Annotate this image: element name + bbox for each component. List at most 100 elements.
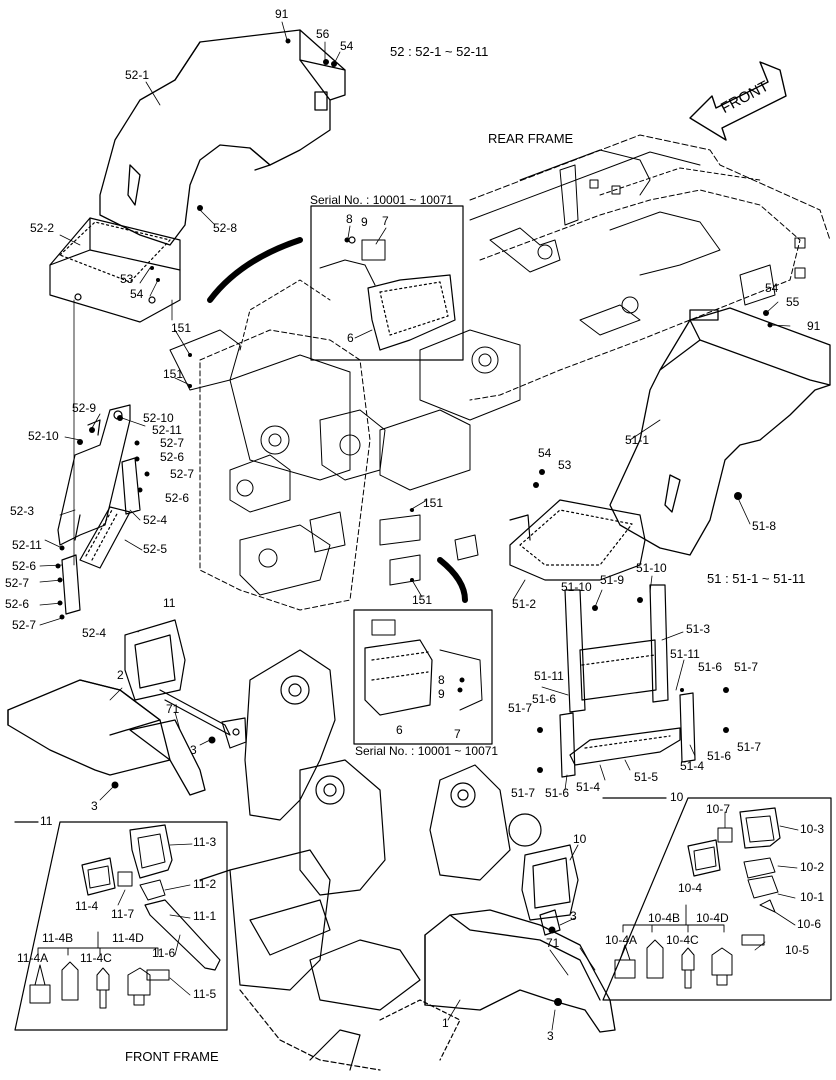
callout: 11-6 — [152, 946, 176, 960]
lamp-10-drawing — [521, 844, 579, 936]
callout: 9 — [438, 687, 445, 701]
step-52-2-drawing — [49, 217, 181, 323]
arc-pointer-top — [207, 237, 303, 303]
callout: 52-11 — [152, 423, 182, 437]
group-51-title: 51 : 51-1 ~ 51-11 — [707, 571, 806, 586]
callout: 10-4C — [666, 933, 699, 947]
callout: 51-5 — [634, 770, 659, 784]
callout: 51-2 — [512, 597, 537, 611]
callout: 3 — [570, 909, 577, 923]
inset-serial-mid — [353, 609, 493, 745]
callout: 10-4 — [678, 881, 703, 895]
callout: 51-6 — [698, 660, 723, 674]
callout: 51-4 — [576, 780, 601, 794]
callout: 51-6 — [707, 749, 732, 763]
rear-frame-title: REAR FRAME — [488, 131, 574, 146]
callout: 52-10 — [143, 411, 174, 425]
callout: 11-3 — [193, 835, 217, 849]
callout: 10 — [573, 832, 587, 846]
tread-51-5-drawing — [569, 727, 681, 766]
callout: 55 — [786, 295, 800, 309]
callout: 52-6 — [165, 491, 190, 505]
callout: 71 — [166, 702, 180, 716]
callout: 91 — [275, 7, 289, 21]
callout: 52-7 — [12, 618, 37, 632]
callout: 151 — [423, 496, 444, 510]
fender-52-1-drawing — [99, 29, 346, 246]
callout: 51-10 — [561, 580, 592, 594]
callout: 3 — [91, 799, 98, 813]
callout: 10-4B — [648, 911, 681, 925]
callout: 51-11 — [670, 647, 700, 661]
callout: 11-1 — [193, 909, 217, 923]
fender-2-drawing — [7, 679, 206, 796]
callout: 11-7 — [111, 907, 135, 921]
callout: 11-5 — [193, 987, 217, 1001]
callout: 10-7 — [706, 802, 731, 816]
callout: 52-4 — [143, 513, 168, 527]
callout: 2 — [117, 668, 124, 682]
callout: 54 — [765, 281, 779, 295]
callout: 6 — [396, 723, 403, 737]
front-frame-drawing — [199, 649, 542, 1071]
inset-11-title: 11 — [40, 814, 53, 828]
callout: 51-7 — [508, 701, 533, 715]
callout: 54 — [340, 39, 354, 53]
callout: 52-10 — [28, 429, 59, 443]
callout: 51-8 — [752, 519, 777, 533]
callout: 11-4C — [80, 951, 112, 965]
callout: 51-10 — [636, 561, 667, 575]
callout: 8 — [438, 673, 445, 687]
callout: 52-9 — [72, 401, 97, 415]
callout: 11-4A — [17, 951, 49, 965]
callout: 52-7 — [5, 576, 30, 590]
bracket-52-3-drawing — [57, 404, 131, 546]
lamp-11-drawing — [124, 619, 247, 749]
callout: 7 — [382, 214, 389, 228]
callout: 51-7 — [511, 786, 536, 800]
callout: 52-5 — [143, 542, 168, 556]
callout: 151 — [163, 367, 184, 381]
bracket-52-4-drawing — [61, 299, 173, 615]
callout: 51-11 — [534, 669, 564, 683]
callout: 51-7 — [737, 740, 762, 754]
callout: 51-6 — [545, 786, 570, 800]
callout: 52-3 — [10, 504, 35, 518]
callout: 11-4D — [112, 931, 144, 945]
arc-pointer-mid — [437, 557, 468, 603]
callout: 9 — [361, 215, 368, 229]
callout: 53 — [120, 272, 134, 286]
callout: 51-9 — [600, 573, 625, 587]
inset-serial-top — [310, 205, 464, 361]
callout: 10-1 — [800, 890, 825, 904]
fastener-marks — [55, 38, 773, 1006]
callout: 151 — [412, 593, 433, 607]
leader-lines — [39, 21, 799, 1031]
fender-1-drawing — [424, 909, 616, 1033]
callout: 53 — [558, 458, 572, 472]
inset-10-box — [602, 797, 832, 1001]
bracket-51-3-drawing — [564, 584, 669, 713]
callout: 151 — [171, 321, 192, 335]
tread-52-5-drawing — [79, 506, 131, 569]
callout: 10-4A — [605, 933, 638, 947]
callout: 11-2 — [193, 877, 217, 891]
inset-11-box — [14, 821, 228, 1031]
serial-label-mid: Serial No. : 10001 ~ 10071 — [355, 744, 499, 758]
callout: 10-3 — [800, 822, 825, 836]
callout: 52-8 — [213, 221, 238, 235]
callout: 51-4 — [680, 759, 705, 773]
callout: 11-4 — [75, 899, 99, 913]
bracket-51-4-drawing — [559, 692, 696, 778]
callout: 3 — [547, 1029, 554, 1043]
central-frame-drawing — [169, 279, 479, 611]
callout: 10-5 — [785, 943, 810, 957]
callout: 10-4D — [696, 911, 729, 925]
callout: 52-6 — [5, 597, 30, 611]
fender-51-1-drawing — [609, 307, 831, 556]
callout: 54 — [130, 287, 144, 301]
callout: 51-6 — [532, 692, 557, 706]
callout: 52-7 — [170, 467, 195, 481]
callout: 6 — [347, 331, 354, 345]
callout: 8 — [346, 212, 353, 226]
